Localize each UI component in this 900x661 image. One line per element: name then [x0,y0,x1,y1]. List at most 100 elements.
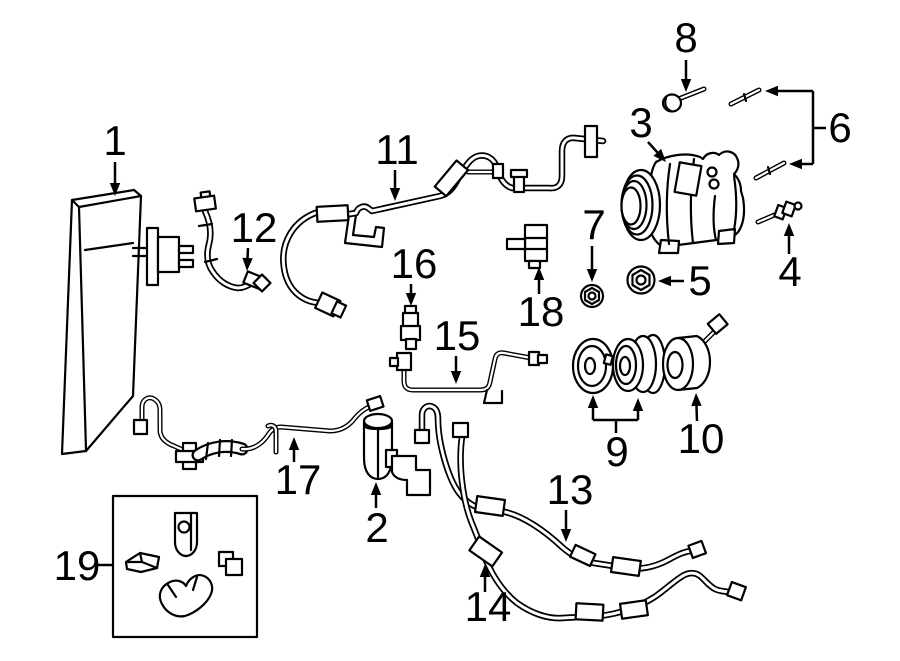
callout-label-15[interactable]: 15 [434,312,481,359]
callout-16: 16 [391,240,438,306]
part-8-bolt [661,86,707,113]
hose17-end-cap [132,418,149,436]
drier-top [362,412,394,430]
callout-11-arrow-head [389,188,401,201]
callout-3-arrow-head [653,148,666,162]
line14-sleeve [574,602,605,622]
callout-label-3[interactable]: 3 [629,99,652,146]
callout-18-arrow-head [533,267,545,280]
coil-hole [666,350,684,380]
line14-fitting [468,535,504,568]
callout-label-14[interactable]: 14 [465,583,512,630]
callout-1-arrow-head [109,183,121,196]
condenser-fitting-prong2 [177,258,195,269]
callout-5: 5 [658,257,712,304]
coil-connector [706,313,729,335]
callout-label-17[interactable]: 17 [275,456,322,503]
part-3-compressor [620,150,746,255]
part-6-studs [728,87,787,181]
callout-17-arrow-head [288,437,300,450]
callout-label-1[interactable]: 1 [103,117,126,164]
callout-17: 17 [275,437,322,503]
callout-1: 1 [103,117,127,196]
compressor-top-block [673,161,703,197]
callout-9-arrow-head [587,395,599,408]
callout-label-12[interactable]: 12 [231,204,278,251]
hose11-end-cap [330,300,348,319]
hose11-crimp-sleeve [433,159,470,198]
callout-label-16[interactable]: 16 [391,240,438,287]
callout-label-19[interactable]: 19 [54,542,101,589]
hose12-end-cap [252,273,272,293]
callout-label-13[interactable]: 13 [547,466,594,513]
callout-label-5[interactable]: 5 [688,257,711,304]
callout-12: 12 [231,204,278,271]
callout-9: 9 [587,395,644,475]
part-9-clutch-plate-and-pulley [571,333,667,395]
line13-sleeve [473,495,507,517]
part-4-stud [755,200,803,225]
kit-strap-hole [177,520,191,534]
kit-elbow-pad [158,574,214,618]
part-14-ac-line [451,421,748,622]
part-2-receiver-drier [362,412,432,497]
callout-label-7[interactable]: 7 [582,201,605,248]
hose11-stub-tab [491,162,505,180]
condenser-slab [60,188,143,456]
tube15-right-tip [536,353,549,365]
callout-2-arrow-head [370,482,382,495]
callout-12-arrow-head [242,257,253,271]
part-16-pressure-switch [399,304,422,351]
callout-13: 13 [547,466,594,542]
callout-8: 8 [674,14,698,92]
part-12-ac-hose [193,190,272,293]
part-17-suction-hose [132,394,385,471]
hose11-sleeve [315,204,350,223]
hose17-port-cap [365,394,385,412]
callout-label-4[interactable]: 4 [778,248,801,295]
hose11-port-flange [583,124,599,159]
callout-2: 2 [365,482,389,551]
callout-12-arrow-line [246,247,250,261]
callout-label-9[interactable]: 9 [605,428,628,475]
compressor-foot-left [657,238,681,255]
callout-label-2[interactable]: 2 [365,504,388,551]
part-15-ac-tube [388,350,549,405]
hose11-clip-top [509,168,529,179]
callout-9-arrow-head [632,398,644,411]
compressor-foot-right [716,227,737,246]
part-19-hardware-kit [111,494,259,639]
condenser-fitting-prong1 [177,244,195,255]
line14-end-cap [451,421,470,439]
callout-14-arrow-head [479,564,491,577]
compressor-ear-hole1 [706,166,718,178]
part-1-condenser [60,188,195,456]
callout-15: 15 [434,312,481,384]
callout-7-arrow-head [586,269,598,282]
callout-10-arrow-head [691,393,702,407]
callout-label-6[interactable]: 6 [828,104,851,151]
part-7-nut [579,283,605,309]
callout-19: 19 [54,542,112,589]
callout-label-8[interactable]: 8 [674,14,697,61]
callout-5-arrow-head [658,275,671,287]
callout-label-10[interactable]: 10 [678,415,725,462]
hose12-hex-nut [193,194,217,213]
kit-clip-right-b [224,557,244,577]
callout-10-arrow-line [695,403,699,422]
compressor-ear-hole2 [708,178,720,190]
part-10-clutch-coil [661,313,729,392]
part-5-nut [626,265,656,295]
callout-7: 7 [582,201,606,282]
kit-strap [173,511,199,558]
condenser-fitting-block [156,235,181,274]
callout-18: 18 [518,267,565,335]
part-13-ac-line [413,402,708,577]
callout-16-arrow-head [405,293,417,306]
callout-8-arrow-head [680,79,692,92]
callout-label-11[interactable]: 11 [375,126,419,173]
callout-label-18[interactable]: 18 [518,288,565,335]
callout-6-arrow-head [789,158,802,170]
